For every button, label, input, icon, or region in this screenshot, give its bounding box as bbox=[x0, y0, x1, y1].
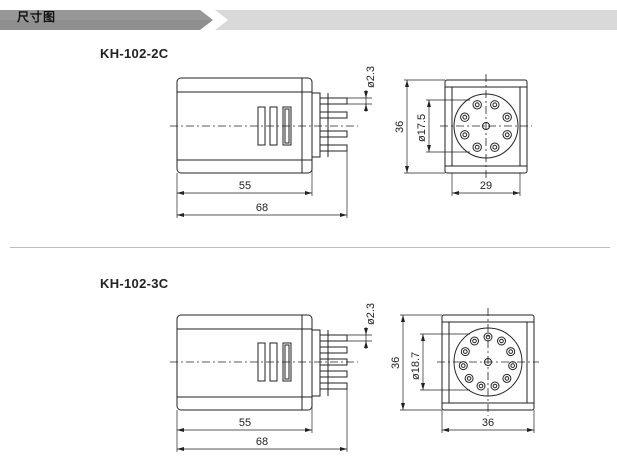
socket-pin bbox=[497, 336, 506, 346]
socket-pin-hole bbox=[492, 383, 498, 389]
socket-pin bbox=[506, 347, 516, 357]
dim-body-length: 55 bbox=[239, 417, 251, 429]
dim-pin-diameter: ø2.3 bbox=[365, 66, 377, 88]
dim-height: 36 bbox=[390, 357, 402, 369]
section-banner bbox=[0, 10, 617, 30]
socket-pin-hole bbox=[499, 338, 504, 344]
socket-pin-hole bbox=[461, 363, 466, 368]
socket-pin-hole bbox=[474, 102, 480, 108]
socket-pin bbox=[508, 361, 518, 371]
socket-pin-hole bbox=[508, 349, 514, 354]
socket-pin bbox=[472, 142, 482, 152]
section-title: 尺寸图 bbox=[17, 10, 57, 24]
model-label-kh-102-2c: KH-102-2C bbox=[100, 46, 169, 61]
dim-circle-diameter: ø17.5 bbox=[416, 114, 428, 142]
socket-pin-hole bbox=[463, 349, 468, 354]
dim-body-length: 55 bbox=[239, 180, 251, 192]
socket-pin bbox=[464, 373, 474, 383]
socket-pin bbox=[490, 142, 500, 152]
socket-pin-hole bbox=[504, 132, 510, 138]
socket-pin-hole bbox=[462, 114, 468, 120]
socket-pin bbox=[470, 336, 479, 346]
dim-height: 36 bbox=[394, 121, 406, 133]
socket-pin-hole bbox=[504, 376, 510, 381]
socket-pin bbox=[460, 347, 470, 357]
socket-pin bbox=[502, 373, 512, 383]
socket-pin bbox=[460, 130, 470, 140]
socket-pin bbox=[458, 361, 468, 371]
dim-width: 36 bbox=[482, 417, 494, 429]
socket-pin-hole bbox=[466, 376, 472, 381]
dim-circle-diameter: ø18.7 bbox=[410, 352, 422, 380]
socket-pin bbox=[472, 100, 482, 110]
socket-pin bbox=[476, 381, 486, 391]
dim-total-length: 68 bbox=[256, 436, 268, 448]
model-label-kh-102-3c: KH-102-3C bbox=[100, 276, 169, 291]
socket-pin bbox=[460, 112, 470, 122]
socket-pin-hole bbox=[504, 114, 510, 120]
socket-pin bbox=[502, 112, 512, 122]
dim-pin-diameter: ø2.3 bbox=[365, 303, 377, 325]
socket-pin bbox=[502, 130, 512, 140]
socket-pin-hole bbox=[492, 102, 498, 108]
socket-pin-hole bbox=[474, 144, 480, 150]
section-divider bbox=[10, 247, 610, 248]
dim-total-length: 68 bbox=[256, 202, 268, 214]
socket-pin-hole bbox=[510, 363, 516, 368]
socket-pin bbox=[490, 100, 500, 110]
socket-pin-hole bbox=[478, 383, 484, 389]
socket-pin-hole bbox=[492, 144, 498, 150]
socket-pin-hole bbox=[472, 338, 477, 344]
socket-pin bbox=[490, 381, 500, 391]
socket-pin-hole bbox=[462, 132, 468, 138]
relay-side-view bbox=[176, 314, 348, 411]
dim-width: 29 bbox=[480, 180, 492, 192]
